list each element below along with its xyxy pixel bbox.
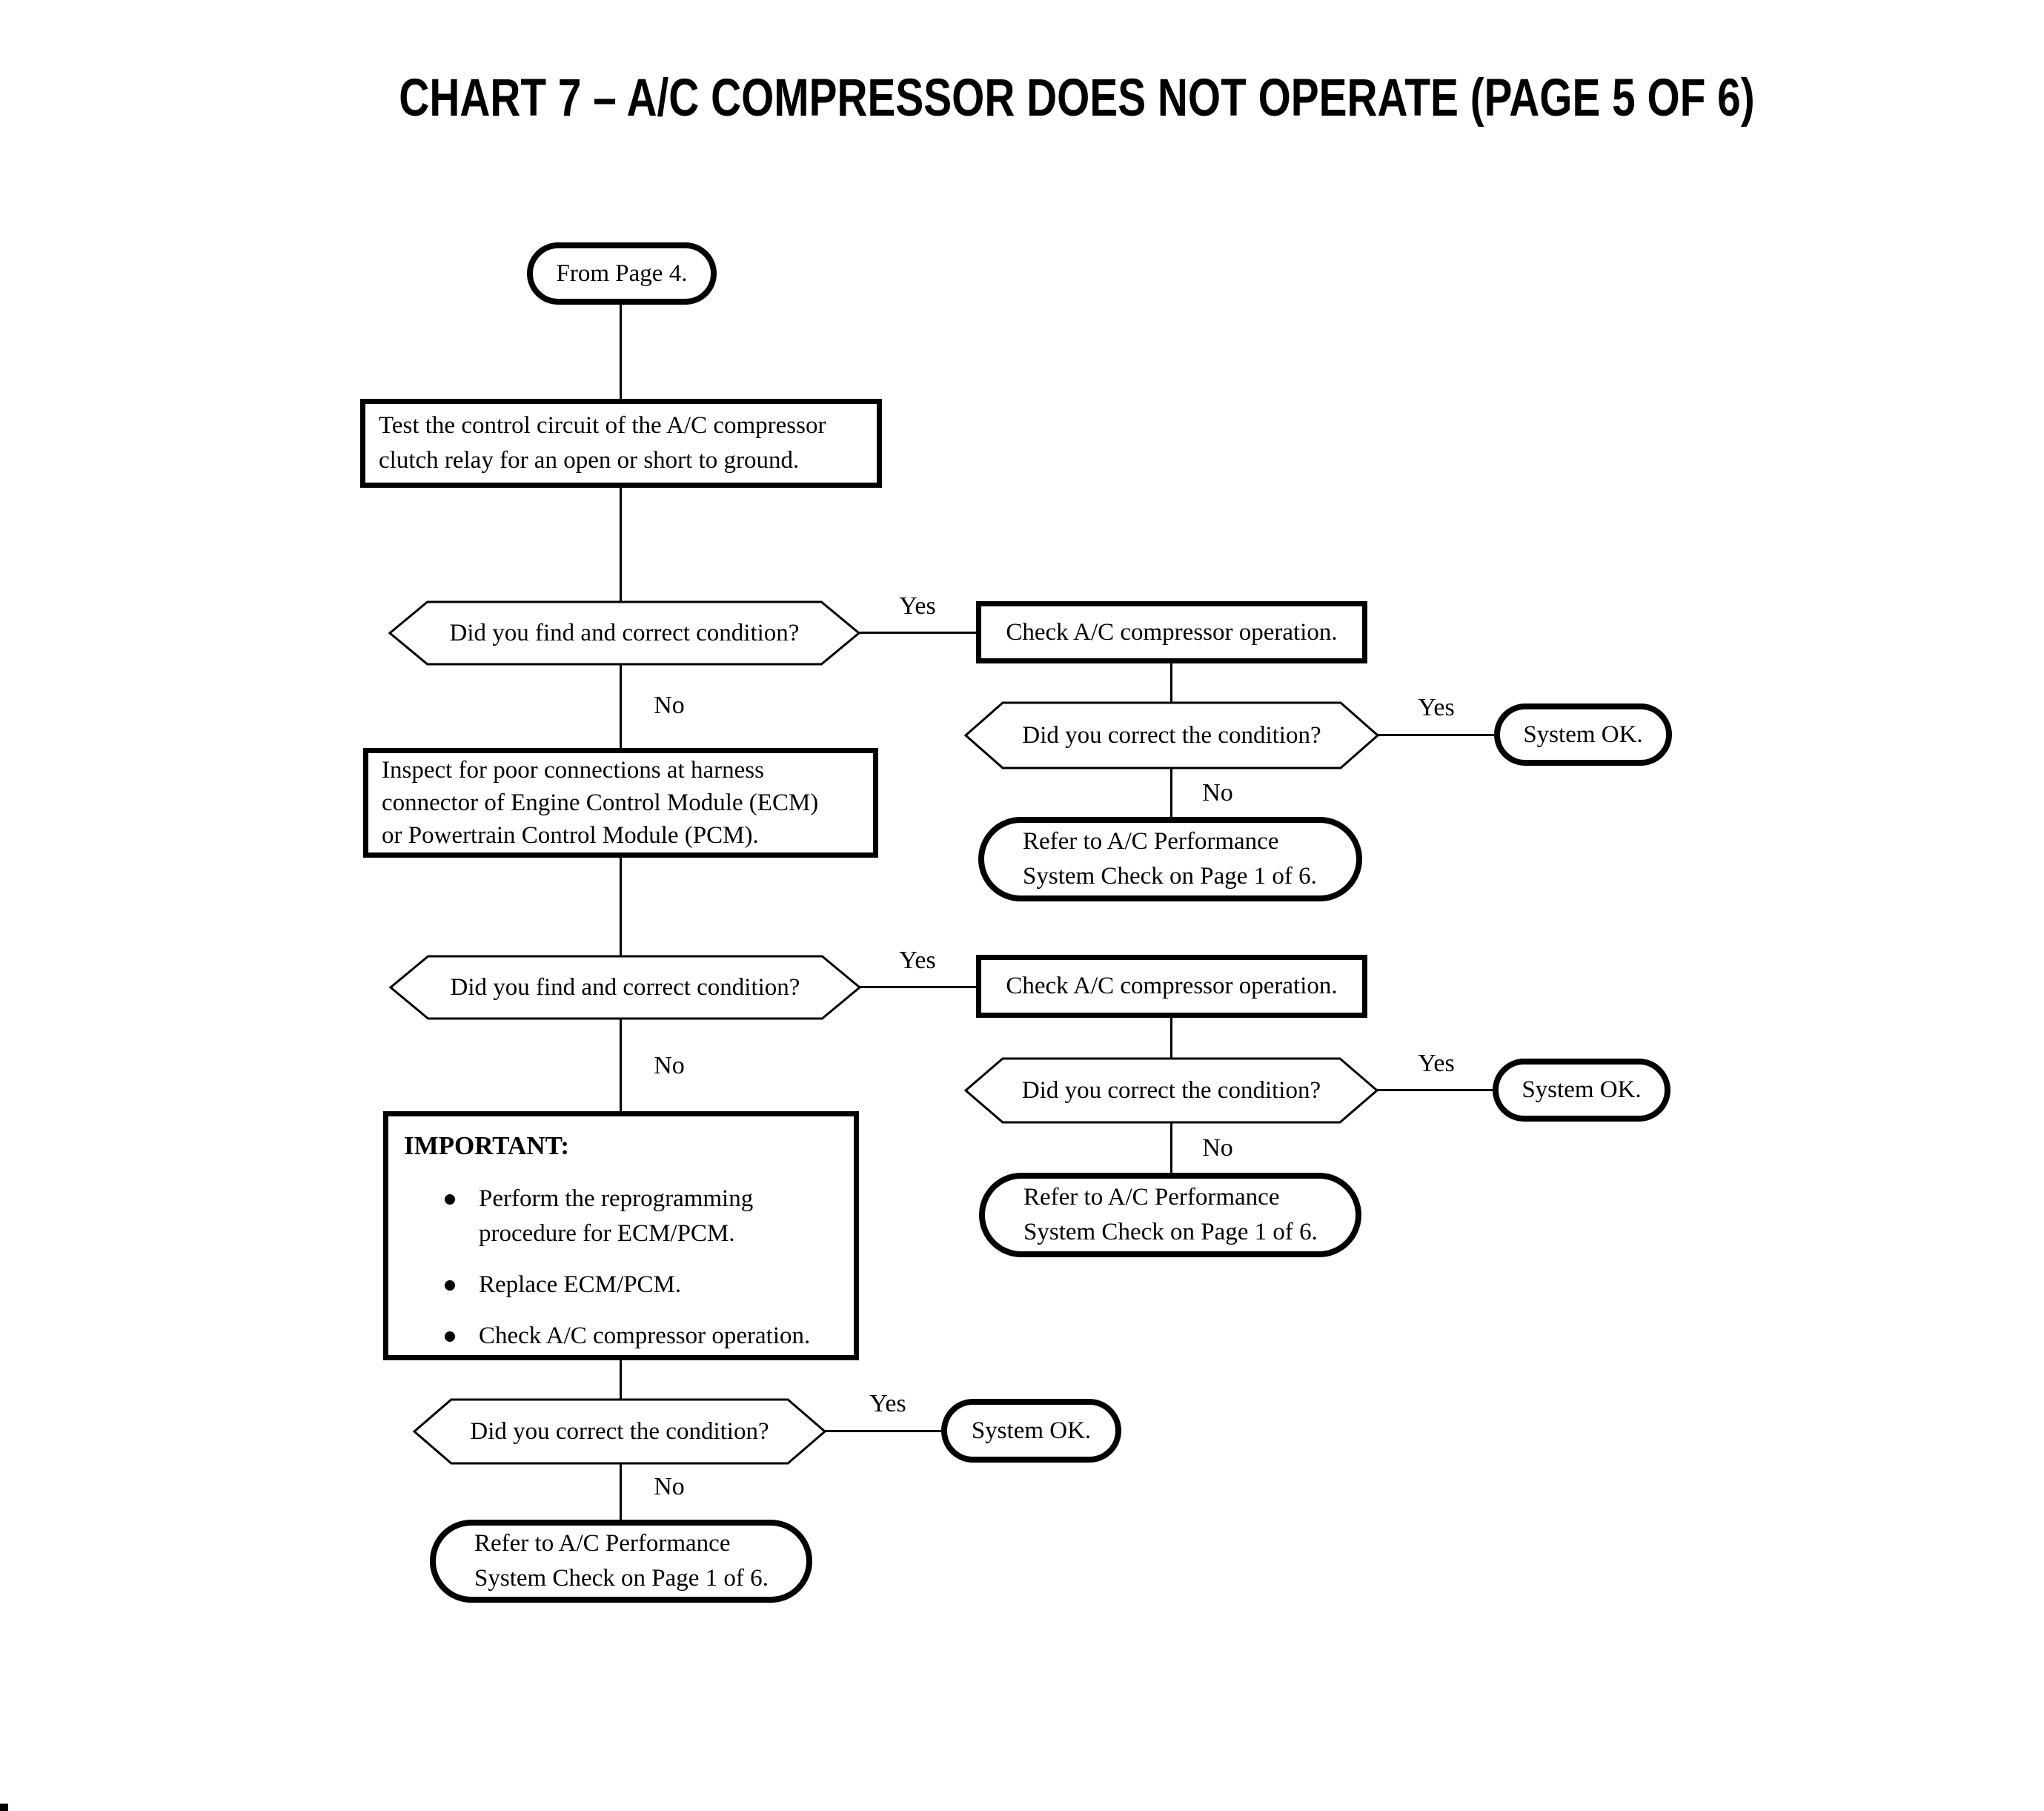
process-check-compressor-1-label: Check A/C compressor operation. (1006, 618, 1338, 646)
edge-label-no-1: No (654, 692, 685, 719)
edge-label-no-2: No (654, 1052, 685, 1079)
important-bullet-list: Perform the reprogramming procedure for … (404, 1182, 846, 1370)
connector-decision2-yes (860, 986, 976, 988)
scan-artifact (0, 1804, 8, 1811)
terminator-system-ok-2: System OK. (1493, 1059, 1670, 1122)
edge-label-yes-3: Yes (869, 1390, 906, 1417)
connector-decision3-no (620, 1463, 622, 1520)
decision-find-correct-2-label: Did you find and correct condition? (450, 973, 800, 1001)
terminator-system-ok-1-label: System OK. (1523, 721, 1643, 748)
refer-3-line-2: System Check on Page 1 of 6. (474, 1565, 769, 1592)
process-check-compressor-2-label: Check A/C compressor operation. (1006, 973, 1338, 999)
edge-label-yes-r2: Yes (1418, 1050, 1455, 1077)
terminator-refer-performance-3: Refer to A/C Performance System Check on… (430, 1520, 812, 1603)
connector-check2-to-decision-r2 (1170, 1018, 1172, 1059)
connector-decision1-no (620, 664, 622, 748)
connector-decision-r2-no (1170, 1122, 1172, 1173)
decision-correct-condition-3: Did you correct the condition? (414, 1400, 825, 1463)
connector-decision1-yes (859, 632, 976, 634)
refer-2-line-2: System Check on Page 1 of 6. (1023, 1219, 1318, 1245)
process-check-compressor-1: Check A/C compressor operation. (976, 601, 1367, 663)
terminator-from-page-4-label: From Page 4. (556, 259, 688, 287)
connector-start-to-test (620, 305, 622, 399)
connector-inspect-to-decision2 (620, 858, 622, 956)
process-check-compressor-2: Check A/C compressor operation. (976, 955, 1367, 1018)
refer-2-line-1: Refer to A/C Performance (1023, 1184, 1280, 1211)
decision-correct-condition-r1: Did you correct the condition? (966, 703, 1378, 768)
decision-find-correct-2: Did you find and correct condition? (391, 956, 860, 1019)
decision-correct-condition-r1-label: Did you correct the condition? (1022, 721, 1321, 749)
important-bullet-2: Replace ECM/PCM. (442, 1268, 846, 1302)
connector-decision-r1-no (1170, 768, 1172, 817)
refer-1-line-1: Refer to A/C Performance (1023, 828, 1279, 855)
edge-label-no-r1: No (1202, 779, 1233, 807)
connector-decision-r2-yes (1377, 1089, 1493, 1091)
connector-test-to-decision1 (620, 488, 622, 602)
terminator-refer-performance-2: Refer to A/C Performance System Check on… (979, 1173, 1361, 1257)
connector-decision3-yes (825, 1430, 941, 1432)
terminator-system-ok-2-label: System OK. (1522, 1076, 1642, 1103)
decision-correct-condition-r2-label: Did you correct the condition? (1021, 1076, 1321, 1104)
refer-3-line-1: Refer to A/C Performance (474, 1530, 731, 1557)
process-important-notes: IMPORTANT: Perform the reprogramming pro… (383, 1111, 859, 1360)
terminator-refer-performance-1: Refer to A/C Performance System Check on… (978, 817, 1362, 901)
process-test-control-circuit: Test the control circuit of the A/C comp… (360, 399, 882, 488)
terminator-system-ok-3: System OK. (941, 1399, 1121, 1463)
important-bullet-3: Check A/C compressor operation. (442, 1319, 846, 1354)
edge-label-no-r2: No (1202, 1134, 1233, 1162)
connector-decision-r1-yes (1378, 734, 1494, 736)
process-inspect-line-1: Inspect for poor connections at harness (382, 757, 764, 784)
edge-label-yes-1: Yes (899, 592, 936, 620)
refer-1-line-2: System Check on Page 1 of 6. (1023, 863, 1317, 890)
terminator-system-ok-1: System OK. (1494, 703, 1672, 766)
process-test-line-1: Test the control circuit of the A/C comp… (379, 412, 826, 439)
terminator-system-ok-3-label: System OK. (971, 1417, 1092, 1444)
terminator-from-page-4: From Page 4. (527, 242, 717, 305)
decision-correct-condition-3-label: Did you correct the condition? (470, 1417, 769, 1445)
process-inspect-connections: Inspect for poor connections at harness … (363, 748, 878, 858)
process-inspect-line-3: or Powertrain Control Module (PCM). (382, 822, 759, 849)
process-inspect-line-2: connector of Engine Control Module (ECM) (382, 789, 819, 816)
process-test-line-2: clutch relay for an open or short to gro… (379, 447, 800, 474)
edge-label-yes-r1: Yes (1418, 694, 1455, 721)
connector-important-to-decision3 (620, 1360, 622, 1400)
important-heading: IMPORTANT: (404, 1131, 570, 1160)
decision-find-correct-1: Did you find and correct condition? (390, 602, 859, 664)
edge-label-no-3: No (654, 1473, 685, 1500)
connector-decision2-no (620, 1019, 622, 1111)
connector-check1-to-decision-r1 (1170, 663, 1172, 703)
decision-correct-condition-r2: Did you correct the condition? (966, 1059, 1377, 1122)
decision-find-correct-1-label: Did you find and correct condition? (449, 619, 800, 646)
important-bullet-1: Perform the reprogramming procedure for … (442, 1182, 846, 1251)
edge-label-yes-2: Yes (899, 947, 936, 974)
page-title: CHART 7 – A/C COMPRESSOR DOES NOT OPERAT… (399, 69, 1755, 128)
